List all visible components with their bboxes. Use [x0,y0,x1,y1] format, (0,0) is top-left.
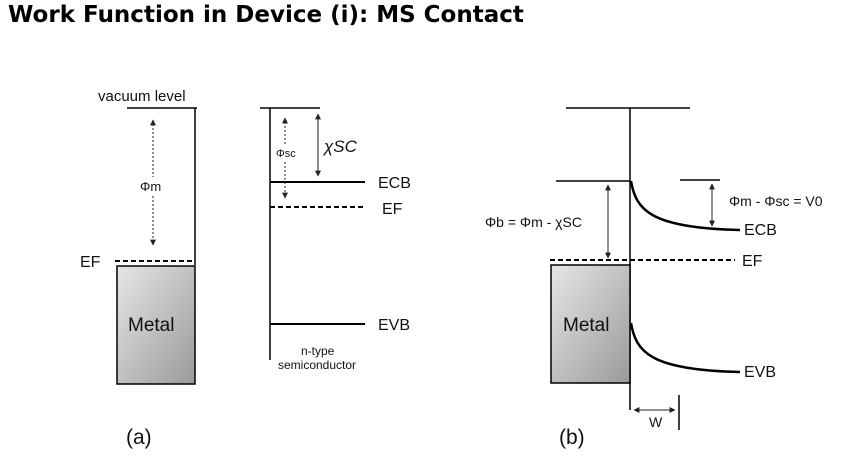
vacuum-level-label: vacuum level [98,88,186,105]
phi-m-label-bg [138,177,172,195]
evb-label-a: EVB [378,317,410,334]
ef-sc-label-a: EF [382,201,403,218]
ecb-label-b: ECB [744,222,777,239]
ecb-curve-b [629,180,741,232]
caption-b: (b) [559,426,585,449]
metal-block-a [116,265,196,385]
metal-block-b [550,264,631,384]
ef-label-b: EF [742,253,763,270]
evb-curve-b [629,322,741,374]
metal-label-a: Metal [128,315,174,336]
sc-label-line2: semiconductor [278,358,356,372]
evb-label-b: EVB [744,364,776,381]
ef-metal-label: EF [80,254,101,271]
phi-m-label: Φm [140,179,161,194]
caption-a: (a) [126,426,152,449]
panel-a: vacuum level Φm EF Metal Φsc χSC ECB EF … [80,88,411,449]
phi-sc-label: Φsc [276,148,296,160]
metal-label-b: Metal [563,315,609,336]
v0-equation: Φm - Φsc = V0 [729,193,823,209]
panel-b: Φb = Φm - χSC Φm - Φsc = V0 ECB EF Metal… [485,107,823,449]
slide-title: Work Function in Device (i): MS Contact [8,2,524,28]
phi-sc-label-bg [275,145,299,161]
ecb-label-a: ECB [378,175,411,192]
chi-sc-label: χSC [322,137,358,156]
w-label: W [649,414,663,430]
sc-label-line1: n-type [301,344,335,358]
phi-b-equation: Φb = Φm - χSC [485,214,582,230]
